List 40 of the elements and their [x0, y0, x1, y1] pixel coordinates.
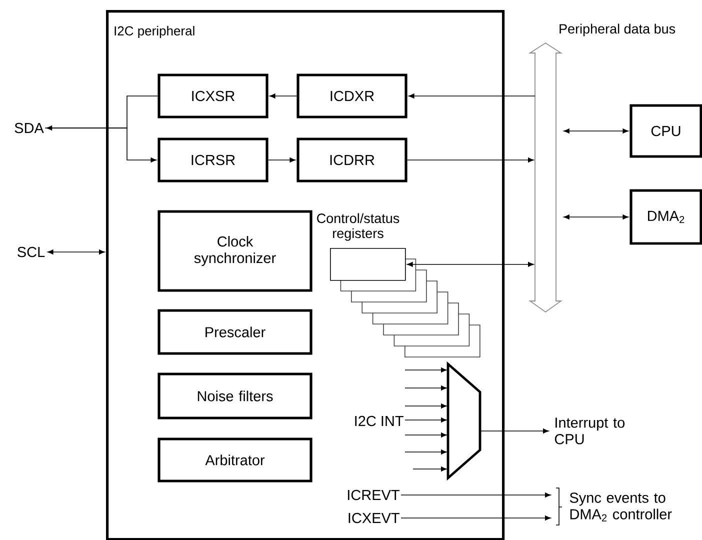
register-box: ICDRR [296, 138, 408, 182]
register-box: ICDXR [296, 74, 408, 118]
bus-label: Peripheral data bus [560, 24, 676, 36]
arrow [400, 492, 551, 498]
register-box: ICRSR [158, 138, 268, 182]
arrow [406, 262, 534, 267]
arrow [408, 94, 536, 98]
block-box: Prescaler [158, 309, 312, 355]
arrow [404, 450, 447, 454]
arrow [48, 250, 105, 254]
arrow [406, 158, 534, 162]
arrow [46, 96, 158, 130]
arrow [404, 368, 447, 372]
arrow [404, 386, 447, 390]
unit-box: CPU [630, 104, 702, 158]
block-box: Noise filters [158, 372, 312, 420]
arrow [404, 432, 447, 438]
arrow [480, 428, 549, 434]
register-heading: Control/status registers [317, 213, 400, 241]
signal-label: SDA [14, 122, 44, 134]
output-label: Interrupt to CPU [554, 418, 625, 444]
arrow [564, 214, 629, 220]
signal-label: I2C INT [355, 416, 404, 426]
signal-label: ICREVT [348, 490, 400, 500]
arrow [404, 418, 447, 422]
bus-arrow [528, 42, 563, 313]
note-text: Sync events to DMA$_{2}$ controller [570, 492, 672, 522]
arrow [400, 516, 551, 520]
block-box: Clock synchronizer [158, 210, 312, 292]
arrow [564, 128, 629, 134]
arrow [268, 158, 296, 162]
arrow [412, 466, 447, 472]
signal-label: ICXEVT [348, 512, 400, 524]
arrow [44, 128, 157, 162]
unit-box: DMA$_{2}$ [630, 189, 702, 245]
arrow [404, 404, 447, 408]
block-box: Arbitrator [158, 438, 312, 482]
signal-label: SCL [18, 246, 45, 258]
arrow [269, 94, 298, 98]
register-box: ICXSR [158, 74, 268, 118]
